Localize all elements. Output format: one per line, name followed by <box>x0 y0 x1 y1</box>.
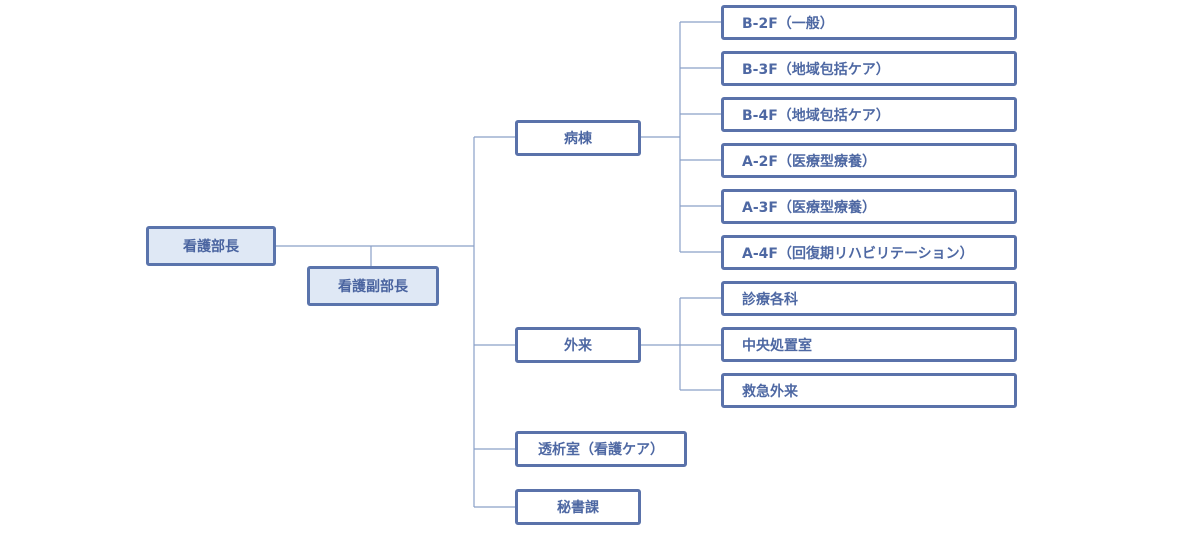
outpatient-unit-label: 診療各科 <box>742 291 798 308</box>
deputy-nurse-label: 看護副部長 <box>338 279 408 295</box>
ward-node: 病棟 <box>515 120 641 156</box>
outpatient-unit-node: 中央処置室 <box>721 327 1017 362</box>
deputy-nurse-node: 看護副部長 <box>307 266 439 306</box>
ward-unit-node: B-3F（地域包括ケア） <box>721 51 1017 86</box>
outpatient-unit-node: 診療各科 <box>721 281 1017 316</box>
ward-unit-node: B-2F（一般） <box>721 5 1017 40</box>
outpatient-unit-node: 救急外来 <box>721 373 1017 408</box>
ward-unit-node: A-4F（回復期リハビリテーション） <box>721 235 1017 270</box>
head-nurse-node: 看護部長 <box>146 226 276 266</box>
secretary-label: 秘書課 <box>557 500 599 516</box>
dialysis-label: 透析室（看護ケア） <box>538 442 664 458</box>
ward-unit-node: B-4F（地域包括ケア） <box>721 97 1017 132</box>
ward-unit-label: B-4F（地域包括ケア） <box>742 107 890 124</box>
ward-unit-label: B-2F（一般） <box>742 15 834 32</box>
head-nurse-label: 看護部長 <box>183 239 239 255</box>
secretary-node: 秘書課 <box>515 489 641 525</box>
ward-unit-label: B-3F（地域包括ケア） <box>742 61 890 78</box>
outpatient-label: 外来 <box>564 338 592 354</box>
ward-label: 病棟 <box>564 131 592 147</box>
ward-unit-node: A-2F（医療型療養） <box>721 143 1017 178</box>
ward-unit-node: A-3F（医療型療養） <box>721 189 1017 224</box>
outpatient-unit-label: 救急外来 <box>742 383 798 400</box>
outpatient-node: 外来 <box>515 327 641 363</box>
dialysis-node: 透析室（看護ケア） <box>515 431 687 467</box>
ward-unit-label: A-4F（回復期リハビリテーション） <box>742 245 974 262</box>
outpatient-unit-label: 中央処置室 <box>742 337 812 354</box>
ward-unit-label: A-2F（医療型療養） <box>742 153 876 170</box>
ward-unit-label: A-3F（医療型療養） <box>742 199 876 216</box>
